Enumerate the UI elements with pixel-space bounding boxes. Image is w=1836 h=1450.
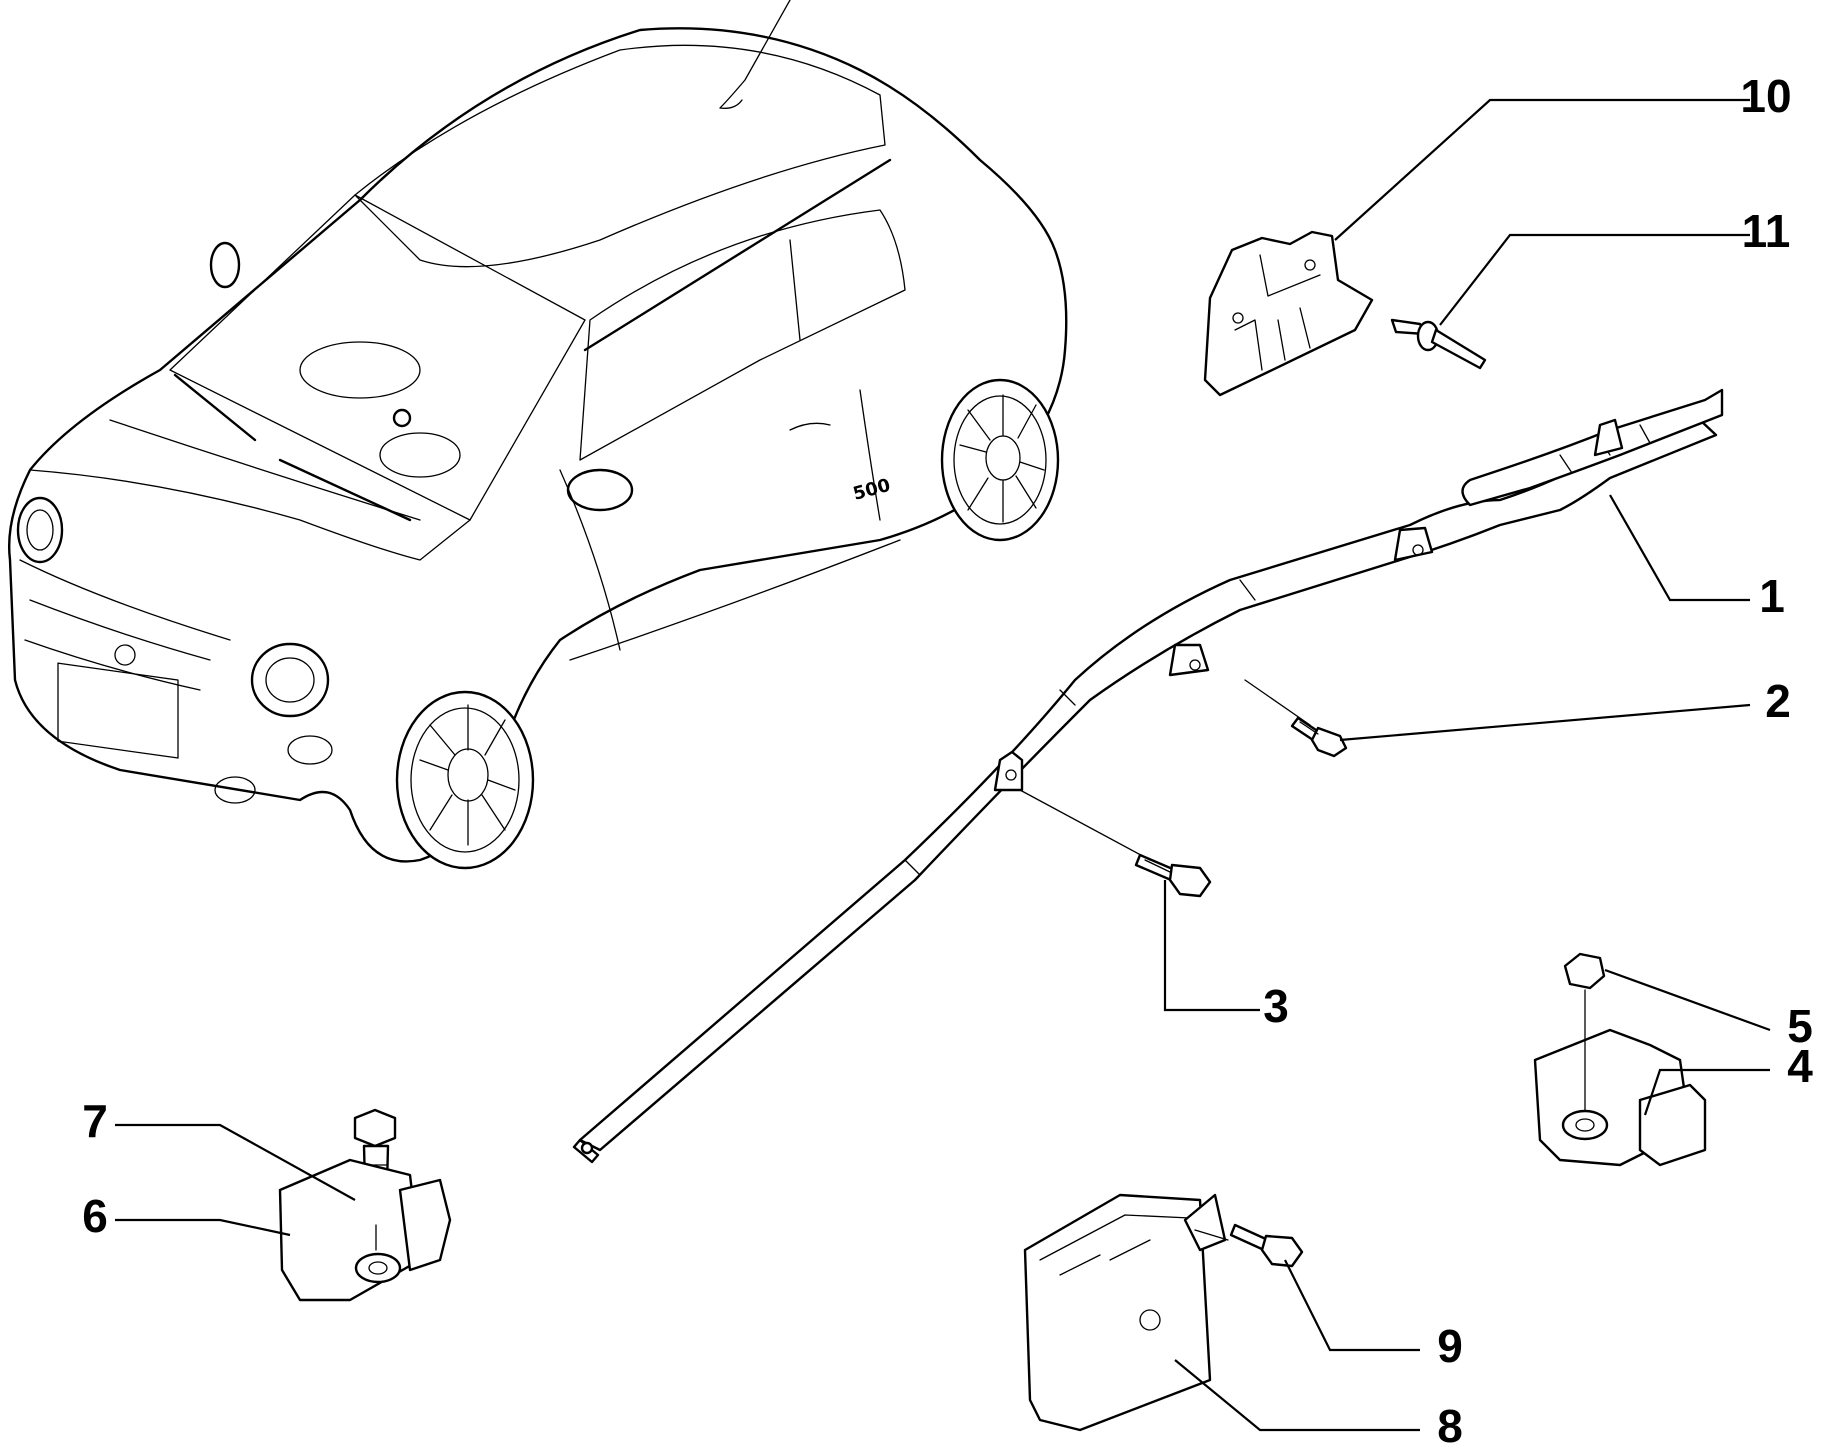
rear-wheel [940, 378, 1060, 542]
part-4-sensor [1533, 1028, 1707, 1167]
callout-2: 2 [1765, 675, 1791, 727]
callout-6: 6 [82, 1190, 108, 1242]
part-5-nut [1563, 952, 1606, 990]
part-9-bolt [1229, 1223, 1304, 1268]
part-3-bolt [1134, 853, 1212, 898]
front-wheel [395, 690, 535, 870]
callout-3: 3 [1263, 980, 1289, 1032]
callout-7: 7 [82, 1095, 108, 1147]
part-10-bracket [1203, 230, 1374, 397]
callout-labels: 10 11 1 2 3 5 4 7 6 9 8 [82, 70, 1813, 1450]
callout-5: 5 [1787, 1000, 1813, 1052]
leader-lines [115, 98, 1771, 1432]
part-6-sensor [278, 1158, 452, 1302]
callout-11: 11 [1742, 205, 1791, 257]
callout-8: 8 [1437, 1400, 1463, 1450]
part-11-rivet [1390, 318, 1487, 370]
callout-9: 9 [1437, 1320, 1463, 1372]
callout-10: 10 [1740, 70, 1791, 122]
car-badge: 500 [851, 475, 893, 505]
callout-1: 1 [1759, 570, 1785, 622]
part-8-control-unit [1023, 1193, 1227, 1432]
part-2-bolt [1290, 716, 1348, 758]
callout-4: 4 [1787, 1040, 1813, 1092]
car-illustration: 500 [8, 0, 1068, 870]
part-1-curtain-airbag [572, 388, 1724, 1164]
